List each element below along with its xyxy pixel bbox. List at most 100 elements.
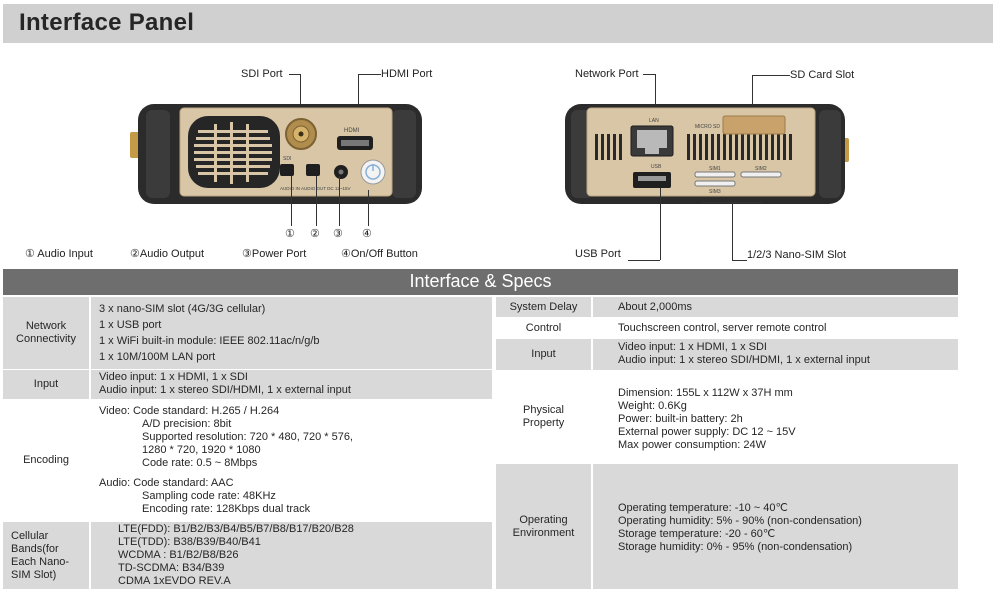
physical-line: Dimension: 155L x 112W x 37H mm — [618, 387, 793, 399]
input-value-right: Video input: 1 x HDMI, 1 x SDI Audio inp… — [593, 339, 958, 370]
physical-line: External power supply: DC 12 ~ 15V — [618, 426, 796, 438]
physical-line: Power: built-in battery: 2h — [618, 413, 743, 425]
cellular-line: CDMA 1xEVDO REV.A — [118, 575, 231, 587]
legend-audio-input: ① Audio Input — [25, 248, 93, 260]
usb-port-callout: USB Port — [575, 248, 621, 260]
cellular-line: LTE(FDD): B1/B2/B3/B4/B5/B7/B8/B17/B20/B… — [118, 523, 354, 535]
system-delay-label: System Delay — [496, 297, 591, 317]
encoder-front-panel: HDMI SDI AUDIO IN AUDIO OUT DC 12~15V — [130, 104, 422, 204]
input-line: Audio input: 1 x stereo SDI/HDMI, 1 x ex… — [99, 384, 351, 396]
sd-leader-h — [752, 75, 790, 76]
network-connectivity-value: 3 x nano-SIM slot (4G/3G cellular) 1 x U… — [91, 297, 492, 369]
micro-sd-panel-text: MICRO SD — [695, 124, 720, 130]
network-line: 1 x USB port — [99, 319, 162, 331]
hdmi-panel-text: HDMI — [344, 128, 360, 134]
encoding-label: Encoding — [3, 401, 89, 520]
input-value-left: Video input: 1 x HDMI, 1 x SDI Audio inp… — [91, 370, 492, 399]
environment-line: Storage humidity: 0% - 95% (non-condensa… — [618, 541, 853, 553]
cellular-bands-label-text: Cellular Bands(for Each Nano-SIM Slot) — [11, 529, 70, 581]
specs-section-header: Interface & Specs — [3, 269, 958, 295]
cellular-bands-value: LTE(FDD): B1/B2/B3/B4/B5/B7/B8/B17/B20/B… — [91, 522, 492, 589]
sim-leader-h — [732, 260, 747, 261]
cellular-line: TD-SCDMA: B34/B39 — [118, 562, 225, 574]
physical-line: Max power consumption: 24W — [618, 439, 766, 451]
sim-leader-v — [732, 202, 733, 260]
lan-panel-text: LAN — [649, 118, 659, 124]
header-bar: Interface Panel — [3, 4, 993, 43]
system-delay-value: About 2,000ms — [593, 297, 958, 317]
audio-encoding-line: Sampling code rate: 48KHz — [142, 490, 276, 502]
callout-number-2: ② — [310, 228, 320, 240]
page-title: Interface Panel — [19, 9, 195, 36]
sd-card-slot-callout: SD Card Slot — [790, 69, 855, 81]
control-value: Touchscreen control, server remote contr… — [593, 318, 958, 338]
system-delay-label-text: System Delay — [509, 300, 578, 313]
encoding-label-text: Encoding — [23, 454, 69, 466]
usb-leader-h — [628, 260, 660, 261]
sdi-panel-text: SDI — [283, 156, 291, 162]
sim2-panel-text: SIM2 — [755, 166, 767, 172]
environment-line: Operating temperature: -10 ~ 40℃ — [618, 502, 788, 514]
network-leader-v — [655, 74, 656, 122]
leader-3 — [339, 176, 340, 226]
physical-property-label: Physical Property — [496, 372, 591, 462]
control-label-text: Control — [525, 321, 562, 334]
audio-encoding-line: Encoding rate: 128Kbps dual track — [142, 503, 311, 515]
physical-line: Weight: 0.6Kg — [618, 400, 687, 412]
input-line: Video input: 1 x HDMI, 1 x SDI — [99, 371, 248, 383]
input-label-right: Input — [496, 339, 591, 370]
physical-property-value: Dimension: 155L x 112W x 37H mm Weight: … — [593, 372, 958, 462]
encoding-value: Video: Code standard: H.265 / H.264 A/D … — [91, 401, 492, 520]
system-delay-value-text: About 2,000ms — [618, 301, 692, 313]
panel-bottom-text: AUDIO IN AUDIO OUT DC 12~15V — [280, 186, 351, 191]
hdmi-leader-h — [358, 74, 381, 75]
sim3-panel-text: SIM3 — [709, 189, 721, 195]
leader-1 — [291, 176, 292, 226]
operating-environment-label: Operating Environment — [496, 464, 591, 589]
network-connectivity-label-text: Network Connectivity — [16, 320, 76, 345]
environment-line: Storage temperature: -20 - 60℃ — [618, 528, 776, 540]
legend-audio-output: ②Audio Output — [130, 248, 205, 260]
cellular-line: WCDMA : B1/B2/B8/B26 — [118, 549, 239, 561]
cellular-line: LTE(TDD): B38/B39/B40/B41 — [118, 536, 261, 548]
video-encoding-line: Supported resolution: 720 * 480, 720 * 5… — [142, 431, 353, 443]
callout-number-3: ③ — [333, 228, 343, 240]
environment-line: Operating humidity: 5% - 90% (non-conden… — [618, 515, 862, 527]
physical-property-label-text: Physical Property — [522, 404, 565, 429]
network-port-callout: Network Port — [575, 68, 639, 80]
network-connectivity-label: Network Connectivity — [3, 297, 89, 369]
callout-number-1: ① — [285, 228, 295, 240]
network-leader-h — [643, 74, 655, 75]
nano-sim-slot-callout: 1/2/3 Nano-SIM Slot — [747, 249, 847, 261]
input-label-left-text: Input — [33, 378, 59, 390]
operating-environment-value: Operating temperature: -10 ~ 40℃ Operati… — [593, 464, 958, 589]
operating-environment-label-text: Operating Environment — [512, 513, 575, 539]
network-line: 1 x 10M/100M LAN port — [99, 351, 216, 363]
audio-encoding-line: Audio: Code standard: AAC — [99, 477, 234, 489]
sdi-port-callout: SDI Port — [241, 68, 283, 80]
input-label-right-text: Input — [531, 348, 556, 360]
hdmi-leader-v — [358, 74, 359, 129]
video-encoding-line: A/D precision: 8bit — [142, 418, 232, 430]
input-line-right: Video input: 1 x HDMI, 1 x SDI — [618, 341, 767, 353]
legend-on-off-button: ④On/Off Button — [341, 248, 418, 260]
sd-leader-v — [752, 75, 753, 113]
encoder-rear-panel: LAN MICRO SD USB SIM1 SIM2 SIM3 — [565, 104, 849, 204]
video-encoding-line: Code rate: 0.5 ~ 8Mbps — [142, 457, 258, 469]
network-line: 1 x WiFi built-in module: IEEE 802.11ac/… — [99, 335, 320, 347]
sim1-panel-text: SIM1 — [709, 166, 721, 172]
video-encoding-line: 1280 * 720, 1920 * 1080 — [142, 444, 261, 456]
control-value-text: Touchscreen control, server remote contr… — [618, 322, 827, 334]
cellular-bands-label: Cellular Bands(for Each Nano-SIM Slot) — [3, 522, 89, 589]
input-label-left: Input — [3, 370, 89, 399]
specs-title: Interface & Specs — [409, 271, 552, 291]
callout-number-4: ④ — [362, 228, 372, 240]
control-label: Control — [496, 318, 591, 338]
network-line: 3 x nano-SIM slot (4G/3G cellular) — [99, 303, 266, 315]
input-line-right: Audio input: 1 x stereo SDI/HDMI, 1 x ex… — [618, 354, 870, 366]
sdi-leader-h — [289, 74, 300, 75]
sdi-leader-v — [300, 74, 301, 118]
hdmi-port-callout: HDMI Port — [381, 68, 433, 80]
video-encoding-line: Video: Code standard: H.265 / H.264 — [99, 405, 280, 417]
legend-power-port: ③Power Port — [242, 248, 307, 260]
